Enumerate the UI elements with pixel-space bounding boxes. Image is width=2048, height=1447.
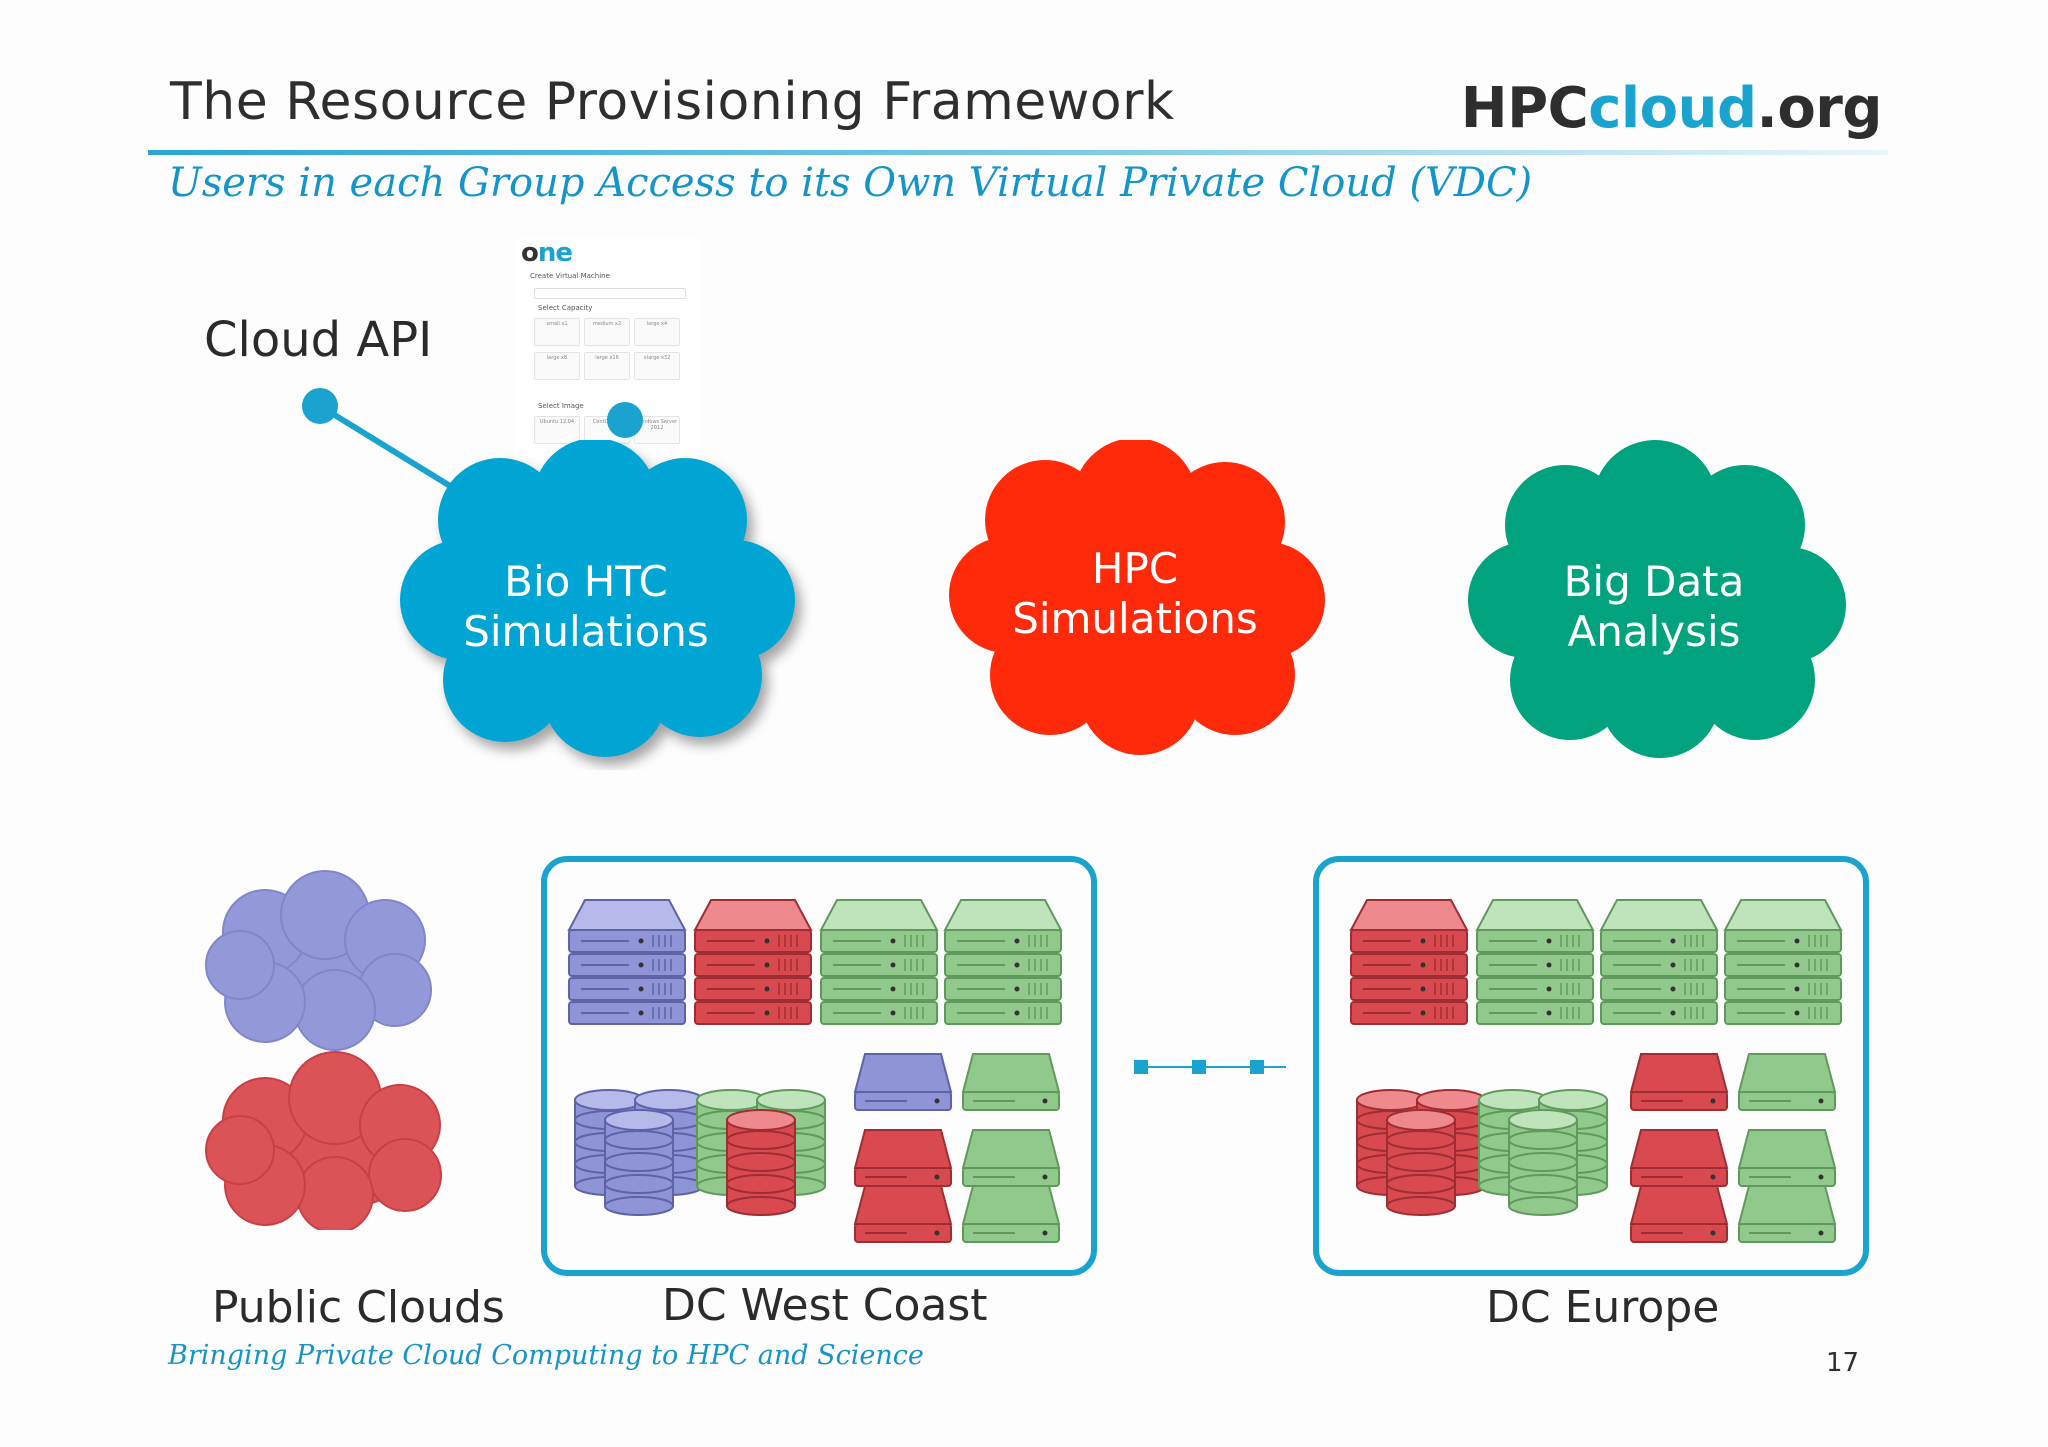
vdc-label-hpc-line1: HPC	[1091, 544, 1179, 593]
storage-disk-icon	[1629, 1185, 1729, 1243]
vdc-label-hpc-line2: Simulations	[1012, 594, 1258, 643]
server-rack-icon	[1599, 899, 1719, 1025]
dc-europe-label: DC Europe	[1486, 1282, 1720, 1333]
storage-disk-icon	[961, 1185, 1061, 1243]
ui-capacity-card[interactable]: large x16	[584, 352, 630, 380]
storage-disk-icon	[1737, 1053, 1837, 1111]
vdc-label-bio-line2: Simulations	[463, 607, 709, 656]
ui-image-card[interactable]: Ubuntu 12.04	[534, 416, 580, 444]
vdc-cloud-hpc-shape	[949, 440, 1325, 755]
ui-capacity-card[interactable]: large x4	[634, 318, 680, 346]
dc-west-label: DC West Coast	[662, 1280, 988, 1331]
storage-disk-icon	[1629, 1053, 1729, 1111]
server-rack-icon	[1475, 899, 1595, 1025]
api-connector-dot	[302, 388, 338, 424]
vdc-label-bigdata-line1: Big Data	[1563, 557, 1745, 606]
vdc-label-hpc: HPC Simulations	[945, 544, 1325, 644]
dc-link	[1134, 1060, 1286, 1074]
storage-disk-icon	[1737, 1185, 1837, 1243]
dc-link-node	[1250, 1060, 1264, 1074]
storage-disk-icon	[1629, 1129, 1729, 1187]
server-rack-icon	[693, 899, 813, 1025]
one-logo-part-1: o	[521, 238, 539, 268]
database-icon	[1386, 1109, 1456, 1216]
storage-disk-icon	[853, 1053, 953, 1111]
brand-logo: HPCcloud.org	[1460, 76, 1883, 141]
server-rack-icon	[943, 899, 1063, 1025]
page-number: 17	[1826, 1348, 1860, 1378]
one-logo-part-2: ne	[537, 238, 573, 268]
dc-west-box	[541, 856, 1097, 1276]
vdc-label-bio-line1: Bio HTC	[504, 557, 668, 606]
slide-title: The Resource Provisioning Framework	[170, 72, 1175, 132]
dc-link-node	[1134, 1060, 1148, 1074]
ui-capacity-card[interactable]: large x8	[534, 352, 580, 380]
database-icon	[604, 1109, 674, 1216]
storage-disk-icon	[853, 1185, 953, 1243]
storage-disk-icon	[961, 1053, 1061, 1111]
cloud-api-label: Cloud API	[204, 312, 433, 368]
public-cloud-blue	[205, 870, 432, 1051]
server-rack-icon	[1723, 899, 1843, 1025]
dc-west-resources	[567, 899, 1063, 1243]
vdc-cloud-bio	[400, 440, 795, 757]
dc-europe-resources	[1349, 899, 1843, 1243]
public-clouds-label: Public Clouds	[212, 1282, 505, 1333]
vdc-label-bio: Bio HTC Simulations	[390, 557, 782, 657]
storage-disk-icon	[1737, 1129, 1837, 1187]
vdc-label-bigdata-line2: Analysis	[1567, 607, 1741, 656]
brand-part-2: cloud	[1588, 76, 1757, 141]
ui-section-capacity: Select Capacity	[538, 304, 593, 312]
brand-part-3: .org	[1756, 76, 1883, 141]
server-rack-icon	[819, 899, 939, 1025]
database-icon	[726, 1109, 796, 1216]
ui-heading: Create Virtual Machine	[530, 272, 610, 280]
brand-part-1: HPC	[1460, 76, 1589, 141]
public-clouds-graphic	[205, 870, 442, 1230]
vdc-label-bigdata: Big Data Analysis	[1460, 557, 1848, 657]
vdc-cloud-bigdata	[1468, 440, 1846, 758]
vdc-cloud-hpc	[949, 440, 1325, 755]
ui-connector-dot	[607, 402, 643, 438]
database-icon	[1508, 1109, 1578, 1216]
ui-name-input[interactable]	[534, 288, 686, 299]
storage-disk-icon	[961, 1129, 1061, 1187]
storage-disk-icon	[853, 1129, 953, 1187]
dc-europe-box	[1313, 856, 1869, 1276]
vdc-cloud-bio-shape	[400, 440, 795, 757]
title-underline	[148, 150, 1888, 155]
public-cloud-red	[205, 1051, 442, 1230]
ui-section-image: Select Image	[538, 402, 584, 410]
ui-capacity-card[interactable]: small x1	[534, 318, 580, 346]
ui-capacity-card[interactable]: xlarge x32	[634, 352, 680, 380]
server-rack-icon	[1349, 899, 1469, 1025]
vdc-cloud-bigdata-shape	[1468, 440, 1846, 758]
server-rack-icon	[567, 899, 687, 1025]
dc-link-node	[1192, 1060, 1206, 1074]
one-logo: one	[521, 238, 573, 268]
ui-capacity-card[interactable]: medium x2	[584, 318, 630, 346]
slide-subtitle: Users in each Group Access to its Own Vi…	[168, 160, 1533, 206]
footer-tagline: Bringing Private Cloud Computing to HPC …	[168, 1340, 924, 1371]
